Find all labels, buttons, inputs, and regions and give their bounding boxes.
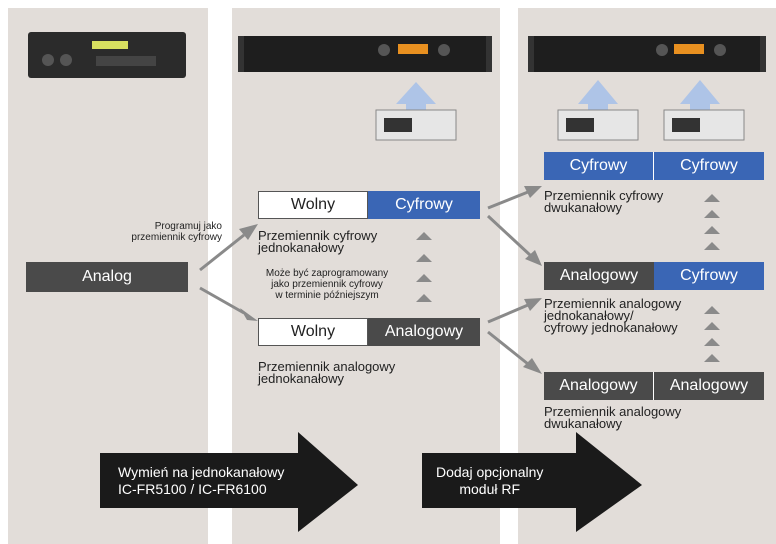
right-row1-right: Cyfrowy (654, 152, 764, 180)
mid-row1-caption: Przemiennik cyfrowy jednokanałowy (258, 228, 378, 255)
mid-row2-right: Analogowy (368, 318, 480, 346)
right-row2-right: Cyfrowy (654, 262, 764, 290)
connector-head (239, 224, 258, 240)
add-module-arrow (422, 432, 642, 532)
connector-head (524, 186, 542, 198)
analog-repeater-device (28, 32, 186, 78)
mid-row2-left: Wolny (258, 318, 368, 346)
rack-repeater-device-1 (238, 36, 492, 72)
program-note: Programuj jako przemiennik cyfrowy (131, 221, 222, 243)
connector-head (524, 298, 542, 311)
connector-head (240, 308, 258, 321)
connector-head (525, 250, 542, 266)
add-module-arrow-text: Dodaj opcjonalny moduł RF (436, 464, 544, 497)
right-row1-caption: Przemiennik cyfrowy dwukanałowy (544, 188, 664, 215)
connector-mid1-to-right1 (487, 190, 529, 210)
later-note: Może być zaprogramowany jako przemiennik… (265, 268, 389, 301)
connector-mid1-to-right2 (486, 214, 532, 257)
right-row1-left: Cyfrowy (544, 152, 654, 180)
right-row3-right: Analogowy (654, 372, 764, 400)
upgrade-arrow (100, 432, 358, 532)
connector-mid2-to-right2 (487, 303, 529, 324)
right-row2-caption: Przemiennik analogowy jednokanałowy/ cyf… (544, 296, 682, 335)
right-row3-left: Analogowy (544, 372, 654, 400)
connector-head (523, 358, 542, 374)
connector-analog-to-digital (199, 233, 245, 272)
mid-row1-right: Cyfrowy (368, 191, 480, 219)
upgrade-arrow-text: Wymień na jednokanałowy IC-FR5100 / IC-F… (118, 464, 285, 497)
upgrade-triangles (416, 194, 720, 362)
right-row2-left: Analogowy (544, 262, 654, 290)
mid-row1-left: Wolny (258, 191, 368, 219)
rf-module-device-3 (663, 109, 745, 141)
connector-mid2-to-right3 (487, 330, 529, 366)
rf-module-device-2 (557, 109, 639, 141)
analog-box: Analog (26, 262, 188, 292)
connector-analog-to-analog (199, 286, 245, 315)
right-row3-caption: Przemiennik analogowy dwukanałowy (544, 404, 682, 431)
mid-row2-caption: Przemiennik analogowy jednokanałowy (258, 359, 396, 386)
rf-module-device-1 (375, 109, 457, 141)
rack-repeater-device-2 (528, 36, 766, 72)
